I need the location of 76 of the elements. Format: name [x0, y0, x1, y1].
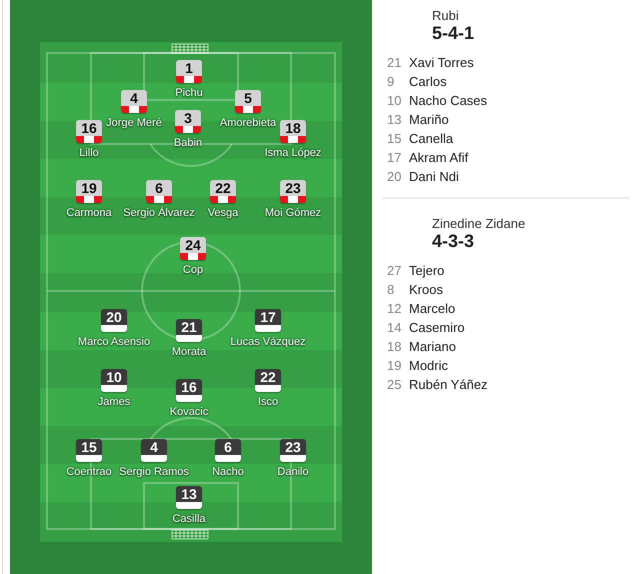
shirt-number-badge: 3 — [175, 110, 201, 133]
shirt-number-badge: 4 — [141, 439, 167, 462]
coach-name: Zinedine Zidane — [432, 216, 526, 231]
squad-number: 19 — [387, 358, 402, 374]
substitute-name: Xavi Torres — [409, 55, 474, 71]
player-name: Sergio Ramos — [119, 466, 189, 479]
player-name: Amorebieta — [220, 117, 276, 130]
substitute-name: Dani Ndi — [409, 169, 459, 185]
substitute-name: Akram Afif — [409, 150, 468, 166]
player-name: Carmona — [66, 207, 112, 220]
player-name: Coentrao — [66, 466, 112, 479]
shirt-number-badge: 15 — [76, 439, 102, 462]
substitute-name: Rubén Yáñez — [409, 377, 488, 393]
player-name: Marco Asensio — [78, 336, 150, 349]
squad-number: 17 — [387, 150, 402, 166]
player-name: Lucas Vázquez — [230, 336, 306, 349]
squad-number: 10 — [387, 93, 402, 109]
player-name: Isco — [258, 396, 278, 409]
substitute-name: Mariño — [409, 112, 449, 128]
substitute-name: Tejero — [409, 263, 444, 279]
player-name: Danilo — [277, 466, 309, 479]
player-name: Sergio Álvarez — [123, 207, 195, 220]
shirt-number-badge: 19 — [76, 180, 102, 203]
player-name: Moi Gómez — [264, 207, 322, 220]
squad-number: 14 — [387, 320, 402, 336]
shirt-number-badge: 23 — [280, 180, 306, 203]
squad-number: 20 — [387, 169, 402, 185]
shirt-number-badge: 16 — [176, 379, 202, 402]
player-name: James — [98, 396, 130, 409]
formation-text: 5-4-1 — [432, 23, 474, 43]
shirt-number-badge: 6 — [215, 439, 241, 462]
substitute-name: Mariano — [409, 339, 456, 355]
player-name: Cop — [182, 264, 204, 277]
squad-number: 25 — [387, 377, 402, 393]
shirt-number-badge: 22 — [255, 369, 281, 392]
player-name: Morata — [172, 346, 206, 359]
player-name: Lillo — [79, 147, 99, 160]
formation-text: 4-3-3 — [432, 231, 474, 251]
player-name: Pichu — [175, 87, 203, 100]
shirt-number-badge: 13 — [176, 486, 202, 509]
squad-number: 21 — [387, 55, 402, 71]
shirt-number-badge: 18 — [280, 120, 306, 143]
player-name: Kovacic — [170, 406, 208, 419]
shirt-number-badge: 21 — [176, 319, 202, 342]
player-name: Nacho — [212, 466, 244, 479]
player-name: Jorge Meré — [106, 117, 162, 130]
squad-number: 18 — [387, 339, 402, 355]
squad-number: 13 — [387, 112, 402, 128]
shirt-number-badge: 4 — [121, 90, 147, 113]
player-name: Babin — [174, 137, 202, 150]
shirt-number-badge: 16 — [76, 120, 102, 143]
substitute-name: Kroos — [409, 282, 443, 298]
shirt-number-badge: 22 — [210, 180, 236, 203]
shirt-number-badge: 20 — [101, 309, 127, 332]
substitute-name: Marcelo — [409, 301, 456, 317]
substitute-name: Nacho Cases — [409, 93, 488, 109]
shirt-number-badge: 10 — [101, 369, 127, 392]
coach-name: Rubi — [432, 8, 459, 23]
player-name: Isma López — [264, 147, 322, 160]
shirt-number-badge: 23 — [280, 439, 306, 462]
player-name: Vesga — [208, 207, 238, 220]
substitute-name: Casemiro — [409, 320, 465, 336]
squad-number: 27 — [387, 263, 402, 279]
shirt-number-badge: 1 — [176, 60, 202, 83]
substitute-name: Modric — [409, 358, 448, 374]
shirt-number-badge: 5 — [235, 90, 261, 113]
shirt-number-badge: 24 — [180, 237, 206, 260]
shirt-number-badge: 17 — [255, 309, 281, 332]
shirt-number-badge: 6 — [146, 180, 172, 203]
squad-number: 8 — [387, 282, 394, 298]
squad-number: 9 — [387, 74, 394, 90]
substitute-name: Canella — [409, 131, 454, 147]
squad-number: 12 — [387, 301, 402, 317]
substitute-name: Carlos — [409, 74, 447, 90]
squad-number: 15 — [387, 131, 402, 147]
player-name: Casilla — [172, 513, 206, 526]
